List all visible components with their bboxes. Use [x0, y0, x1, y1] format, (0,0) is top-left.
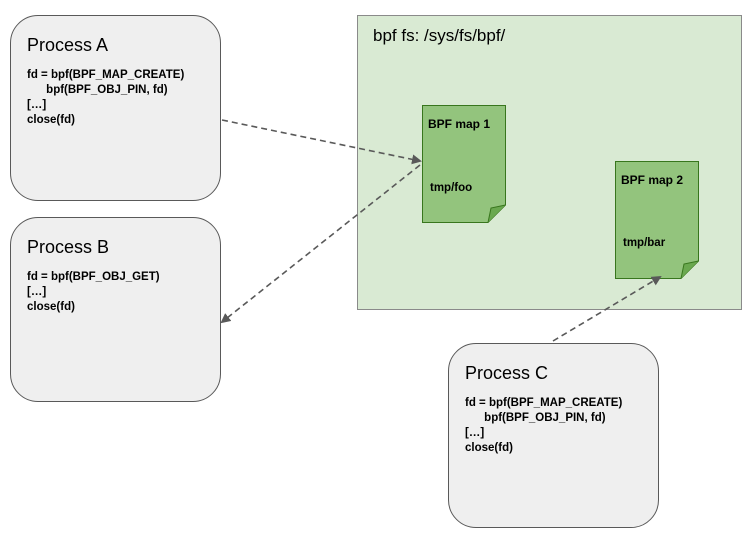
- process-b-code: fd = bpf(BPF_OBJ_GET) […] close(fd): [27, 271, 160, 313]
- arrow-process-c-to-map-2: [552, 275, 662, 342]
- bpf-map-1-title: BPF map 1: [428, 117, 491, 131]
- process-a-title: Process A: [27, 35, 109, 55]
- bpf-map-2-path: tmp/bar: [623, 237, 666, 249]
- process-c-code: fd = bpf(BPF_MAP_CREATE) bpf(BPF_OBJ_PIN…: [465, 397, 623, 454]
- bpf-map-2-title: BPF map 2: [621, 173, 684, 187]
- process-a-box: Process A fd = bpf(BPF_MAP_CREATE) bpf(B…: [10, 15, 221, 201]
- process-c-box: Process C fd = bpf(BPF_MAP_CREATE) bpf(B…: [448, 343, 659, 528]
- arrow-map-1-to-process-b: [220, 164, 421, 324]
- process-c-title: Process C: [465, 363, 549, 383]
- process-a-code: fd = bpf(BPF_MAP_CREATE) bpf(BPF_OBJ_PIN…: [27, 69, 185, 126]
- process-b-title: Process B: [27, 237, 110, 257]
- bpf-map-2-document: [615, 161, 699, 279]
- bpf-fs-title: bpf fs: /sys/fs/bpf/: [373, 26, 506, 45]
- bpf-map-1-path: tmp/foo: [430, 182, 473, 194]
- arrow-process-a-to-map-1: [221, 119, 422, 165]
- bpf-map-1-document: [422, 105, 506, 223]
- process-b-box: Process B fd = bpf(BPF_OBJ_GET) […] clos…: [10, 217, 221, 402]
